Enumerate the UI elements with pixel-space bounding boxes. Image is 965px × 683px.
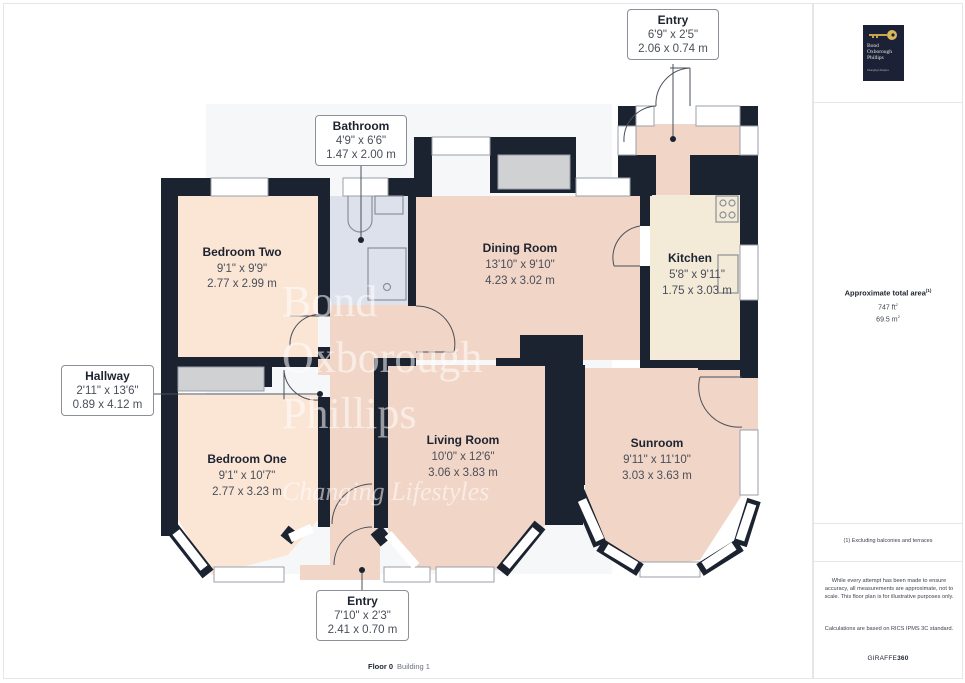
room-fill-bathroom [330,196,408,305]
svg-text:9'1" x 9'9": 9'1" x 9'9" [217,263,267,275]
svg-text:2.77 x 2.99 m: 2.77 x 2.99 m [207,278,277,290]
room-fill-bedroom-one [178,395,318,575]
svg-text:3.03 x 3.63 m: 3.03 x 3.63 m [622,470,692,482]
svg-text:13'10" x 9'10": 13'10" x 9'10" [485,259,554,271]
room-name-bedroom-two: Bedroom Two [202,245,281,259]
label-dots [317,136,676,573]
kitchen-fixtures [715,195,739,294]
room-labels: Bedroom Two 9'1" x 9'9" 2.77 x 2.99 m Di… [202,241,731,498]
windows [210,105,759,583]
svg-text:2.77 x 3.23 m: 2.77 x 3.23 m [212,486,282,498]
svg-text:Oxborough: Oxborough [282,333,482,382]
area-sqm: 69.5 m2 [876,314,900,324]
svg-text:10'0" x 12'6": 10'0" x 12'6" [431,451,494,463]
room-name-kitchen: Kitchen [668,251,712,265]
room-name-dining-room: Dining Room [483,241,558,255]
label-bathroom: Bathroom 4'9" x 6'6" 1.47 x 2.00 m [315,115,407,166]
room-fill-hallway [318,305,416,565]
room-fill-entry-front [300,565,380,580]
area-sqft: 747 ft2 [878,302,898,312]
room-fill-entry-rear [635,124,740,195]
svg-text:1.75 x 3.03 m: 1.75 x 3.03 m [662,285,732,297]
logo-section: Bond Oxborough Phillips Changing Lifesty… [814,4,962,103]
room-fill-living-room [388,365,545,570]
room-fill-kitchen [650,195,740,362]
room-name-living-room: Living Room [427,433,500,447]
room-fill-sunroom-door-area [700,375,758,430]
room-name-bedroom-one: Bedroom One [207,452,287,466]
area-section: Approximate total area(1) 747 ft2 69.5 m… [814,103,962,524]
label-entry-front: Entry 7'10" x 2'3" 2.41 x 0.70 m [316,590,409,641]
room-fill-bedroom-two [178,196,318,357]
wardrobe [177,366,265,392]
footnote-section: (1) Excluding balconies and terraces [814,524,962,562]
svg-text:9'11" x 11'10": 9'11" x 11'10" [623,454,691,466]
calculation-note: Calculations are based on RICS IPMS 3C s… [824,626,954,632]
room-fill-dining-room [416,196,640,360]
svg-text:4.23 x 3.02 m: 4.23 x 3.02 m [485,275,555,287]
room-fill-sunroom [585,368,742,568]
chimney-breast [497,154,571,190]
label-entry-rear: Entry 6'9" x 2'5" 2.06 x 0.74 m [627,9,719,60]
svg-text:Changing Lifestyles: Changing Lifestyles [282,477,489,506]
watermark: Bond Oxborough Phillips Changing Lifesty… [282,277,489,506]
info-sidebar: Bond Oxborough Phillips Changing Lifesty… [813,3,963,679]
label-hallway: Hallway 2'11" x 13'6" 0.89 x 4.12 m [61,365,154,416]
svg-text:Bond: Bond [282,277,377,326]
svg-text:5'8" x 9'11": 5'8" x 9'11" [669,269,725,281]
disclaimer-text: While every attempt has been made to ens… [824,578,954,600]
svg-text:3.06 x 3.83 m: 3.06 x 3.83 m [428,467,498,479]
area-title: Approximate total area(1) [844,288,932,298]
logo-wordmark: Bond Oxborough Phillips [867,43,893,61]
svg-text:9'1" x 10'7": 9'1" x 10'7" [219,470,276,482]
giraffe360-brand: GIRAFFE360 [867,655,909,662]
svg-text:Phillips: Phillips [282,389,417,438]
label-leaders [154,64,674,590]
room-name-sunroom: Sunroom [631,436,684,450]
agency-logo: Bond Oxborough Phillips Changing Lifesty… [863,25,904,81]
key-icon [869,30,897,40]
bay-window-glass [172,498,757,571]
bathroom-fixtures [347,195,407,301]
